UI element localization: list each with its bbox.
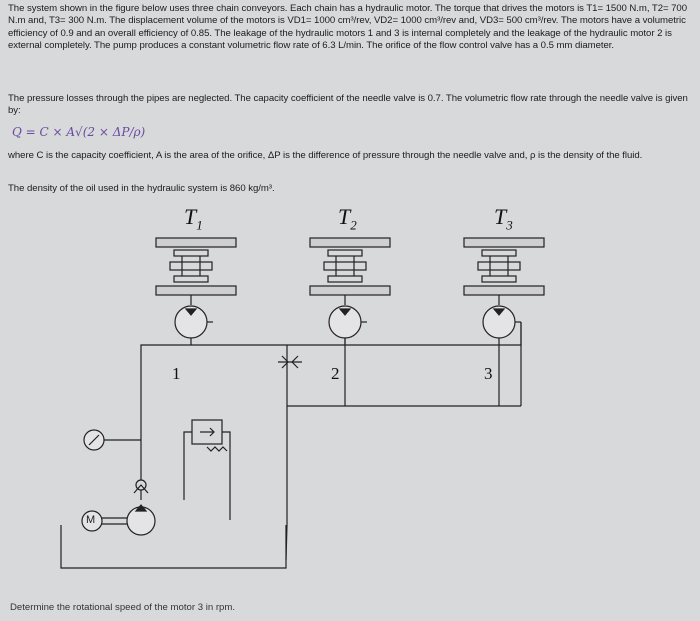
oil-tank xyxy=(60,525,287,569)
question-text: Determine the rotational speed of the mo… xyxy=(10,602,236,613)
motor-number-1: 1 xyxy=(171,364,182,384)
electric-motor xyxy=(81,510,103,532)
problem-paragraph-2: The pressure losses through the pipes ar… xyxy=(8,93,688,117)
torque-label-2: T2 xyxy=(338,204,357,233)
electric-motor-label: M xyxy=(86,514,96,526)
flow-formula: Q = C × A√(2 × ΔP/ρ) xyxy=(12,125,146,139)
torque-label-1: T1 xyxy=(184,204,203,233)
motor-number-3: 3 xyxy=(483,364,494,384)
chain-conveyor-3 xyxy=(463,237,545,305)
problem-paragraph-3: where C is the capacity coefficient, A i… xyxy=(8,150,643,161)
problem-paragraph-1: The system shown in the figure below use… xyxy=(8,3,688,52)
motor-number-2: 2 xyxy=(330,364,341,384)
chain-conveyor-2 xyxy=(309,237,391,305)
problem-paragraph-4: The density of the oil used in the hydra… xyxy=(8,183,275,194)
torque-label-3: T3 xyxy=(494,204,513,233)
chain-conveyor-1 xyxy=(155,237,237,305)
